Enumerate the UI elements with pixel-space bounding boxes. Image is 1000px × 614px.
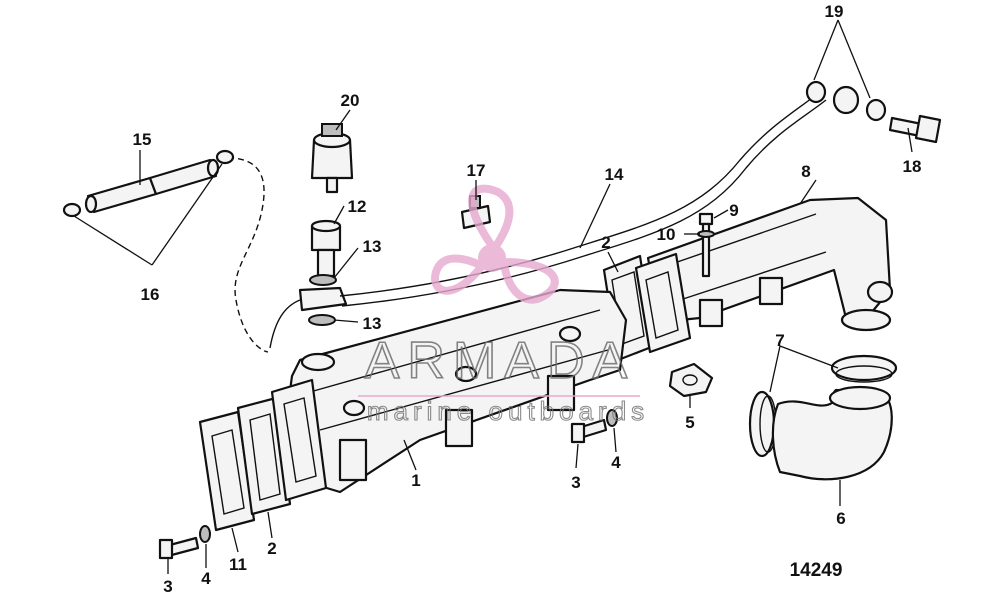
tube-part-14 [339,91,821,297]
elbow-hose-part-6 [771,388,893,481]
callout-19: 19 [825,2,844,21]
washers-part-19 [805,80,887,122]
callout-18: 18 [903,157,922,176]
callout-17: 17 [467,161,486,180]
callout-1: 1 [411,471,420,490]
callout-3-front: 3 [163,577,172,596]
figure-number: 14249 [790,560,843,581]
watermark-tagline: marine outboards [367,396,649,426]
exhaust-manifold-part-8 [646,196,894,332]
hose-clamp-part-7 [748,354,898,458]
leader-lines [73,19,913,574]
flange-plate [270,378,328,502]
callout-11: 11 [229,555,247,574]
watermark-logo [431,184,559,304]
drain-hose-dashed [227,157,269,353]
bolt-part-9 [698,212,714,278]
callout-6: 6 [836,509,845,528]
callout-2-front: 2 [267,539,276,558]
washer-part-4-middle [606,409,618,427]
hose-clamp-part-16 [62,149,235,218]
watermark-brand: ARMADA [365,332,635,390]
hose-part-15 [84,158,220,214]
bolt-part-18 [888,114,942,144]
washer-part-4-front [199,525,211,543]
callout-13-lower: 13 [363,314,382,333]
callout-7: 7 [775,331,784,350]
gasket-part-11 [198,410,256,532]
callout-8: 8 [801,162,810,181]
fitting-part-12 [310,219,342,278]
callout-3-middle: 3 [571,473,580,492]
washer-part-13-upper [309,274,337,286]
callout-13-upper: 13 [363,237,382,256]
callout-4-front: 4 [201,569,211,588]
elbow-fitting [298,286,348,312]
bolt-part-3-middle [570,418,608,444]
callout-9: 9 [729,201,738,220]
callout-2-rear: 2 [601,233,610,252]
sensor-part-20 [310,123,354,194]
callout-4-middle: 4 [611,453,621,472]
gasket-part-5 [668,362,714,398]
callout-16: 16 [141,285,160,304]
bolt-part-3-front [158,536,200,560]
callout-14: 14 [605,165,624,184]
washer-part-13-lower [308,314,336,326]
callout-5: 5 [685,413,694,432]
washer-part-10 [697,230,715,238]
callout-20: 20 [341,91,360,110]
callout-10: 10 [657,225,676,244]
callout-12: 12 [348,197,367,216]
callout-labels: 19 18 20 15 16 12 13 13 17 14 8 9 10 2 7… [133,2,922,596]
callout-15: 15 [133,130,152,149]
